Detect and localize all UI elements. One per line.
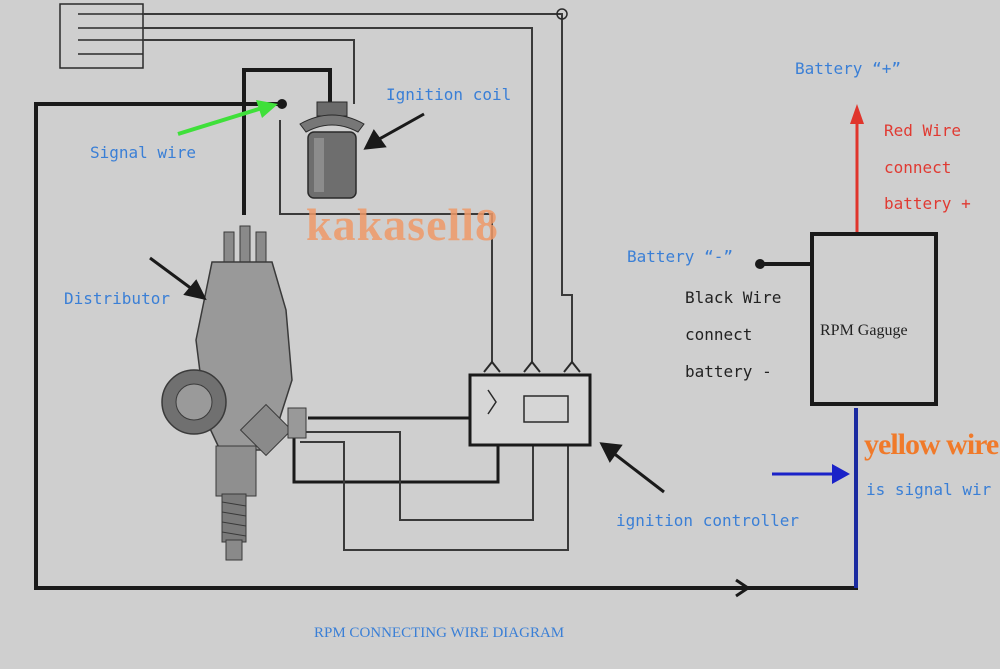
wire-distributor-loop — [292, 416, 500, 484]
label-red-wire-line1: Red Wire — [884, 121, 962, 140]
diagram-caption: RPM CONNECTING WIRE DIAGRAM — [314, 625, 565, 641]
label-ignition-controller: ignition controller — [616, 511, 800, 530]
wire-to-coil — [143, 39, 355, 104]
label-black-wire-line2: connect — [685, 325, 753, 344]
distributor-shape — [161, 225, 307, 561]
flow-arrow-icon — [735, 578, 751, 598]
rpm-gauge-box — [810, 232, 938, 406]
thin-wires — [143, 13, 573, 551]
signal-arrow-icon — [256, 100, 278, 118]
label-is-signal-wire: is signal wir — [866, 480, 992, 499]
label-red-wire-line3: battery + — [884, 194, 971, 213]
pointer-arrows — [149, 112, 665, 494]
label-red-wire-line2: connect — [884, 158, 952, 177]
wire-distributor-coil — [242, 68, 332, 215]
wire-distributor-2 — [300, 441, 569, 551]
label-black-wire-line1: Black Wire — [685, 288, 782, 307]
wire-coil-to-controller — [279, 120, 493, 362]
label-battery-plus: Battery “+” — [795, 59, 901, 78]
watermark: kakasell8 — [306, 199, 500, 250]
label-distributor: Distributor — [64, 289, 170, 308]
connector-block — [59, 3, 144, 69]
wire-second-to-controller — [143, 27, 533, 362]
label-yellow-wire: yellow wire — [864, 428, 999, 461]
blue-arrow-icon — [832, 464, 850, 484]
label-ignition-coil: Ignition coil — [386, 85, 512, 104]
wire-top-to-controller — [143, 13, 573, 362]
label-battery-minus: Battery “-” — [627, 247, 733, 266]
label-signal-wire: Signal wire — [90, 143, 196, 162]
ignition-controller-box — [468, 373, 592, 447]
signal-junction — [277, 99, 287, 109]
ignition-coil-shape — [299, 101, 365, 199]
wire-distributor-1 — [300, 431, 534, 521]
battery-minus-terminal — [755, 259, 765, 269]
signal-arrow-line — [177, 106, 263, 136]
red-arrow-icon — [850, 104, 864, 124]
label-rpm-gauge: RPM Gaguge — [820, 322, 908, 339]
wire-joint — [556, 8, 568, 20]
controller-input-arrows — [483, 360, 581, 373]
label-black-wire-line3: battery - — [685, 362, 772, 381]
